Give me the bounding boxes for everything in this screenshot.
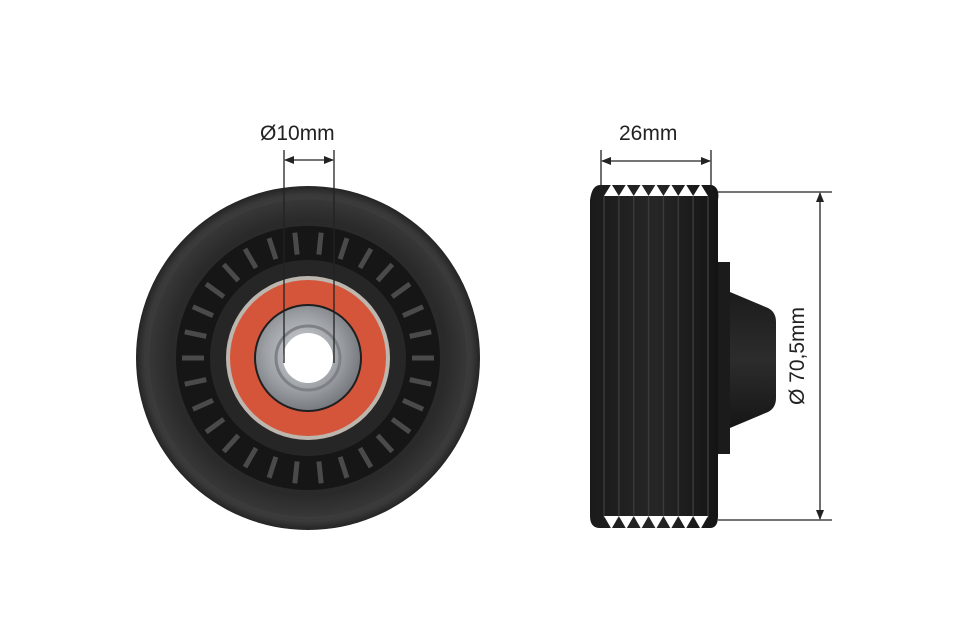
bore-hole — [283, 333, 333, 383]
pulley-side-body — [590, 185, 719, 528]
side-view — [590, 184, 776, 529]
outer-diameter-dimension — [718, 191, 832, 521]
bore-diameter-label: Ø10mm — [260, 122, 335, 145]
pulley-ribs — [603, 184, 709, 529]
outer-diameter-label: Ø 70,5mm — [786, 306, 809, 406]
hub-flange — [718, 262, 730, 454]
bore-dimension — [283, 150, 335, 363]
hub-cone — [730, 292, 776, 428]
width-dimension — [600, 150, 712, 190]
front-view — [136, 186, 480, 530]
width-label: 26mm — [619, 122, 678, 145]
pulley-spokes — [182, 232, 434, 484]
